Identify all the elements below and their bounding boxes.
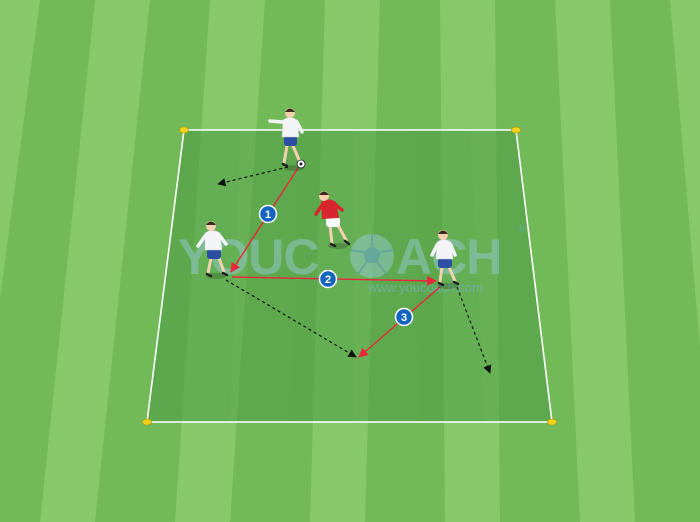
cones — [142, 126, 557, 426]
cone-top-right — [511, 126, 521, 134]
cone-top-left — [179, 126, 189, 134]
step-badge-3: 3 — [394, 307, 414, 327]
player-red-center — [314, 191, 351, 249]
cone-bottom-right — [547, 418, 557, 426]
watermark-ball-icon — [350, 234, 394, 278]
watermark-registered: ® — [518, 224, 525, 234]
step-badge-1: 1 — [258, 204, 278, 224]
player-white-top — [268, 108, 306, 171]
run-arrow-left — [225, 279, 357, 358]
player-white-left — [196, 221, 229, 279]
training-area — [146, 129, 553, 423]
step-number-3: 3 — [401, 312, 407, 324]
step-number-1: 1 — [265, 209, 271, 221]
watermark-brand-left: YOUC — [178, 229, 318, 285]
step-badge-2: 2 — [318, 269, 338, 289]
player-white-right — [430, 230, 460, 289]
step-number-2: 2 — [325, 274, 331, 286]
run-arrow-top — [217, 166, 289, 187]
watermark-url: www.youcoach.com — [367, 280, 483, 295]
movement-runs — [217, 166, 492, 374]
cone-bottom-left — [142, 418, 152, 426]
ball-icon — [296, 159, 306, 169]
